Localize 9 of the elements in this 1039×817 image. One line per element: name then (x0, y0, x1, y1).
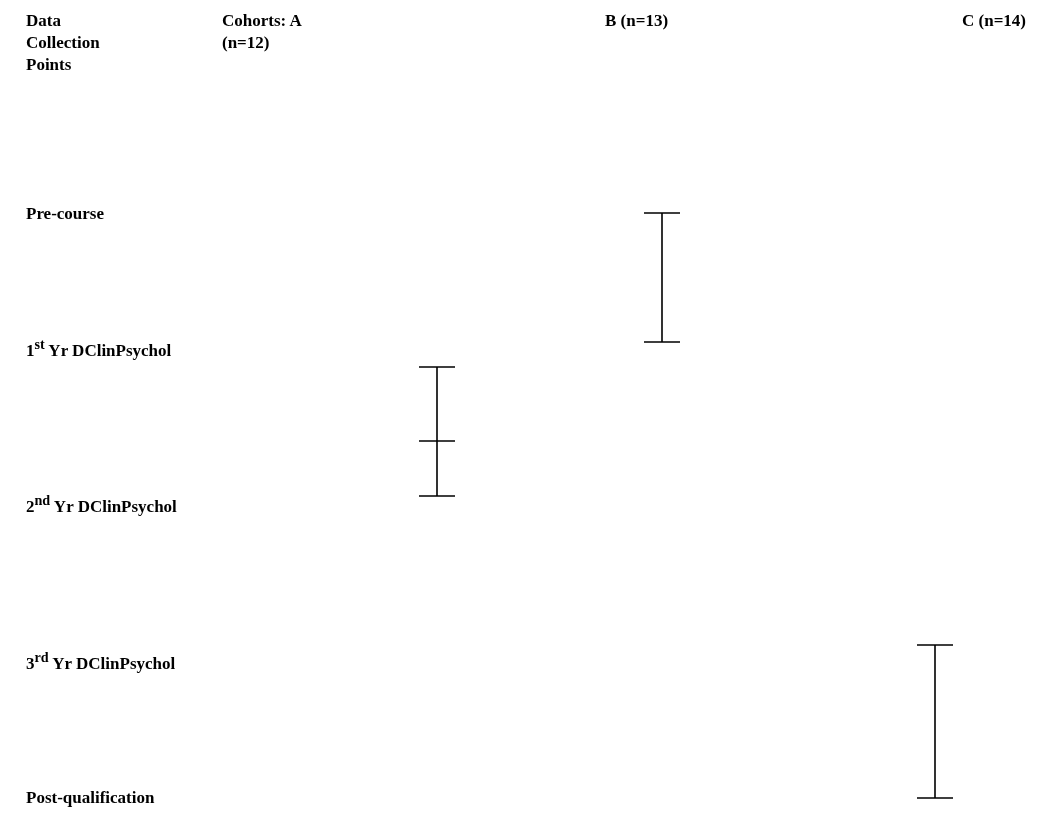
row-label: Post-qualification (26, 787, 155, 809)
column-heading: C (n=14) (962, 10, 1026, 32)
row-label: 2$^{nd}$ Yr DClinPsychol (26, 491, 177, 518)
row-label: 1$^{st}$ Yr DClinPsychol (26, 335, 172, 362)
row-label: Pre-course (26, 203, 105, 225)
column-heading: Cohorts: A (n=12) (222, 10, 303, 54)
column-heading: B (n=13) (605, 10, 669, 32)
row-label: 3$^{rd}$ Yr DClinPsychol (26, 648, 176, 675)
column-heading: Data Collection Points (26, 10, 101, 76)
